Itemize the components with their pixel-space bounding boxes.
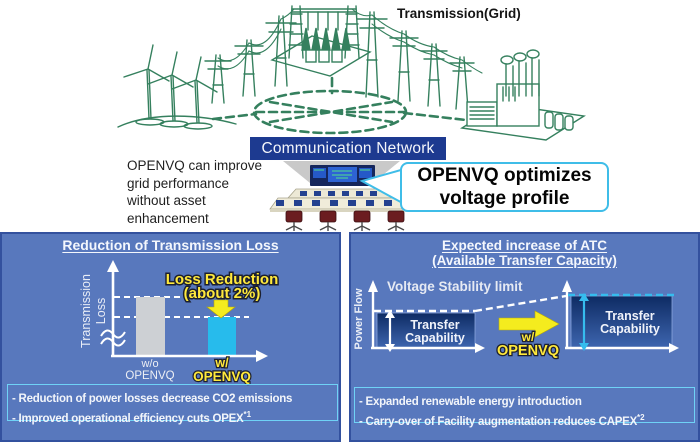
bar-with-openvq bbox=[208, 317, 236, 356]
stability-limit-rise-dash bbox=[474, 294, 567, 313]
panel-title: Reduction of Transmission Loss bbox=[62, 237, 279, 253]
arrow-label-line2: OPENVQ bbox=[497, 343, 559, 359]
callout-line: OPENVQ optimizes bbox=[417, 165, 592, 186]
atc-panel: Expected increase of ATC (Available Tran… bbox=[349, 232, 700, 442]
wind-turbine-icon bbox=[123, 44, 170, 120]
bar-with-label-line1: w/ bbox=[214, 356, 229, 370]
power-lines bbox=[217, 8, 295, 70]
bar-without-label-line1: w/o bbox=[140, 358, 158, 370]
bar-without-label-line2: OPENVQ bbox=[125, 370, 174, 382]
bar-with-label-line2: OPENVQ bbox=[193, 369, 251, 384]
transmission-grid-label: Transmission(Grid) bbox=[397, 6, 521, 21]
transfer-capability-label: Transfer bbox=[410, 318, 459, 332]
bullet-line: - Expanded renewable energy introduction bbox=[359, 395, 582, 408]
wind-farm-ground bbox=[117, 115, 237, 128]
voltage-stability-label: Voltage Stability limit bbox=[387, 279, 523, 294]
operator-chairs bbox=[285, 210, 405, 231]
transfer-capability-box-before bbox=[376, 312, 476, 349]
y-axis-label-line1: Transmission bbox=[79, 274, 93, 348]
wind-turbine-icon bbox=[147, 51, 194, 122]
transfer-capability-label: Capability bbox=[600, 322, 660, 336]
x-axis-arrow bbox=[256, 350, 268, 362]
communication-ring bbox=[211, 76, 468, 135]
bullet-line: - Carry-over of Facility augmentation re… bbox=[359, 413, 645, 429]
transmission-loss-bullets: - Reduction of power losses decrease CO2… bbox=[7, 384, 338, 425]
atc-chart: Voltage Stability limit Transfer Capabil… bbox=[353, 279, 679, 360]
with-openvq-arrow-icon bbox=[498, 310, 560, 338]
panel-title: Expected increase of ATC (Available Tran… bbox=[432, 238, 617, 268]
bar-without-openvq bbox=[136, 297, 165, 356]
arrow-label-line1: w/ bbox=[521, 330, 535, 344]
y-axis-arrow bbox=[562, 280, 572, 292]
loss-reduction-label: Loss Reduction bbox=[166, 271, 279, 288]
loss-reduction-amount: (about 2%) bbox=[184, 285, 261, 302]
transmission-tower-icon bbox=[234, 39, 264, 97]
atc-bullets: - Expanded renewable energy introduction… bbox=[354, 387, 695, 428]
axis-break bbox=[100, 329, 126, 347]
power-lines bbox=[351, 8, 483, 74]
transfer-capability-label: Capability bbox=[405, 331, 465, 345]
transmission-tower-icon bbox=[356, 11, 388, 98]
communication-network-banner: Communication Network bbox=[250, 137, 446, 160]
grid-illustration bbox=[117, 5, 586, 141]
bullet-line: - Improved operational efficiency cuts O… bbox=[12, 410, 252, 426]
substation-icon bbox=[270, 5, 372, 77]
callout-line: voltage profile bbox=[439, 188, 570, 209]
wind-turbine-icon bbox=[171, 56, 218, 124]
transfer-capability-label: Transfer bbox=[605, 309, 654, 323]
transmission-loss-chart: Transmission Loss Loss Reduction (about … bbox=[79, 260, 280, 385]
power-plant-icon bbox=[460, 49, 586, 141]
transmission-tower-icon bbox=[204, 54, 232, 104]
transmission-loss-panel: Reduction of Transmission Loss bbox=[0, 232, 341, 442]
y-axis-arrow bbox=[368, 280, 378, 292]
power-flow-label: Power Flow bbox=[353, 288, 365, 350]
x-axis-arrow bbox=[669, 343, 679, 353]
bullet-line: - Reduction of power losses decrease CO2… bbox=[12, 392, 293, 405]
x-axis-arrow bbox=[475, 343, 485, 353]
loss-reduction-arrow-icon bbox=[206, 299, 236, 319]
openvq-note: OPENVQ can improve grid performance with… bbox=[127, 158, 263, 226]
transmission-tower-icon bbox=[449, 56, 475, 110]
openvq-callout: OPENVQ optimizes voltage profile bbox=[400, 162, 609, 212]
y-axis-label-line2: Loss bbox=[94, 298, 108, 324]
y-axis-arrow bbox=[107, 260, 119, 272]
